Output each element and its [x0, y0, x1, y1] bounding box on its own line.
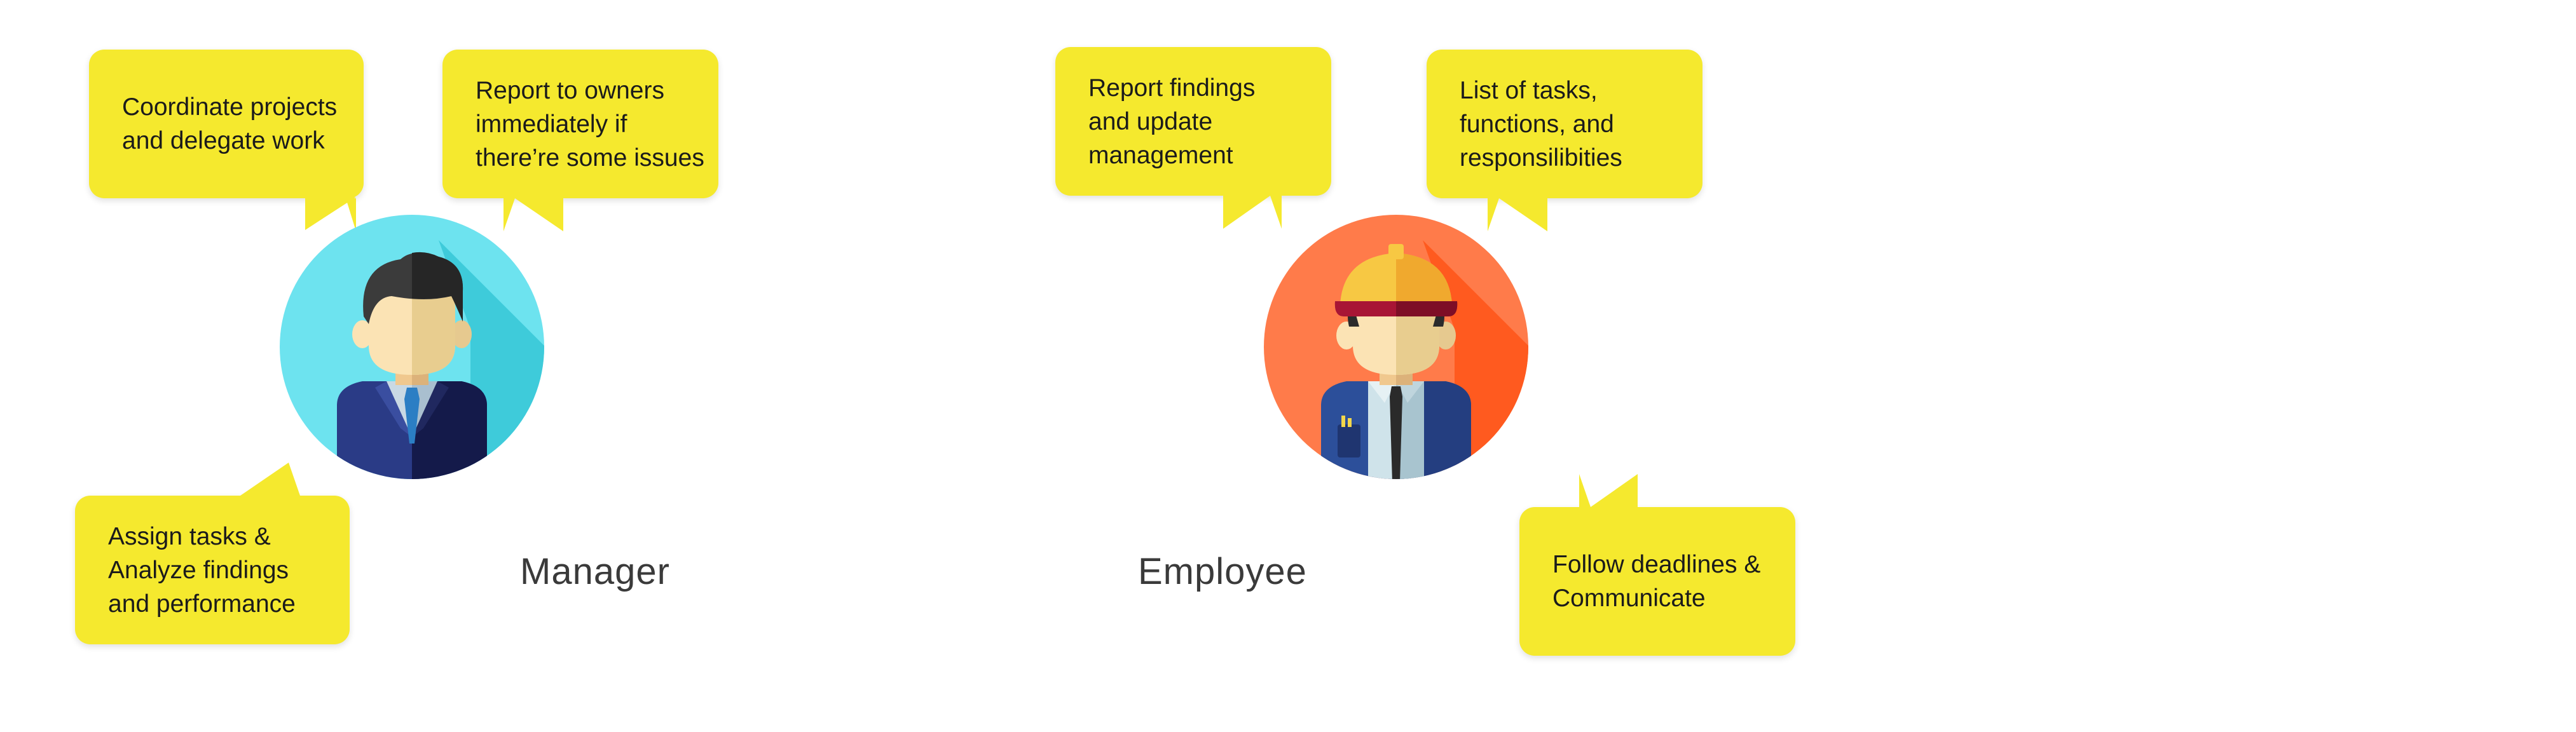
- bubble-text: List of tasks, functions, and responsili…: [1460, 76, 1622, 172]
- bubble-text: Assign tasks & Analyze findings and perf…: [108, 522, 296, 618]
- bubble-tail: [1579, 474, 1591, 507]
- bubble-text: Follow deadlines & Communicate: [1552, 551, 1761, 612]
- bubble-tail: [1488, 198, 1499, 231]
- bubble-text: Report to owners immediately if there’re…: [476, 76, 704, 172]
- manager-bubble-report-owners: Report to owners immediately if there’re…: [442, 50, 718, 231]
- manager-tie: [404, 388, 420, 444]
- employee-tie: [1390, 386, 1402, 479]
- employee-label: Employee: [1138, 551, 1307, 592]
- employee-bubble-report-findings: Report findings and update management: [1055, 47, 1331, 229]
- bubble-text: Report findings and update management: [1088, 74, 1256, 169]
- employee-pocket: [1338, 424, 1360, 458]
- manager-bubble-assign-tasks: Assign tasks & Analyze findings and perf…: [75, 463, 350, 644]
- manager-label: Manager: [520, 551, 670, 592]
- manager-avatar: [280, 215, 544, 479]
- manager-long-shadow: [439, 240, 544, 479]
- manager-bubble-coordinate: Coordinate projects and delegate work: [89, 50, 364, 231]
- employee-bubble-deadlines: Follow deadlines & Communicate: [1519, 474, 1795, 656]
- bubble-tail: [504, 198, 515, 231]
- bubble-text: Coordinate projects and delegate work: [122, 93, 338, 154]
- bubble-tail: [1223, 196, 1270, 229]
- employee-avatar: [1264, 215, 1528, 479]
- bubble-tail: [240, 463, 289, 496]
- employee-bubble-task-list: List of tasks, functions, and responsili…: [1427, 50, 1702, 231]
